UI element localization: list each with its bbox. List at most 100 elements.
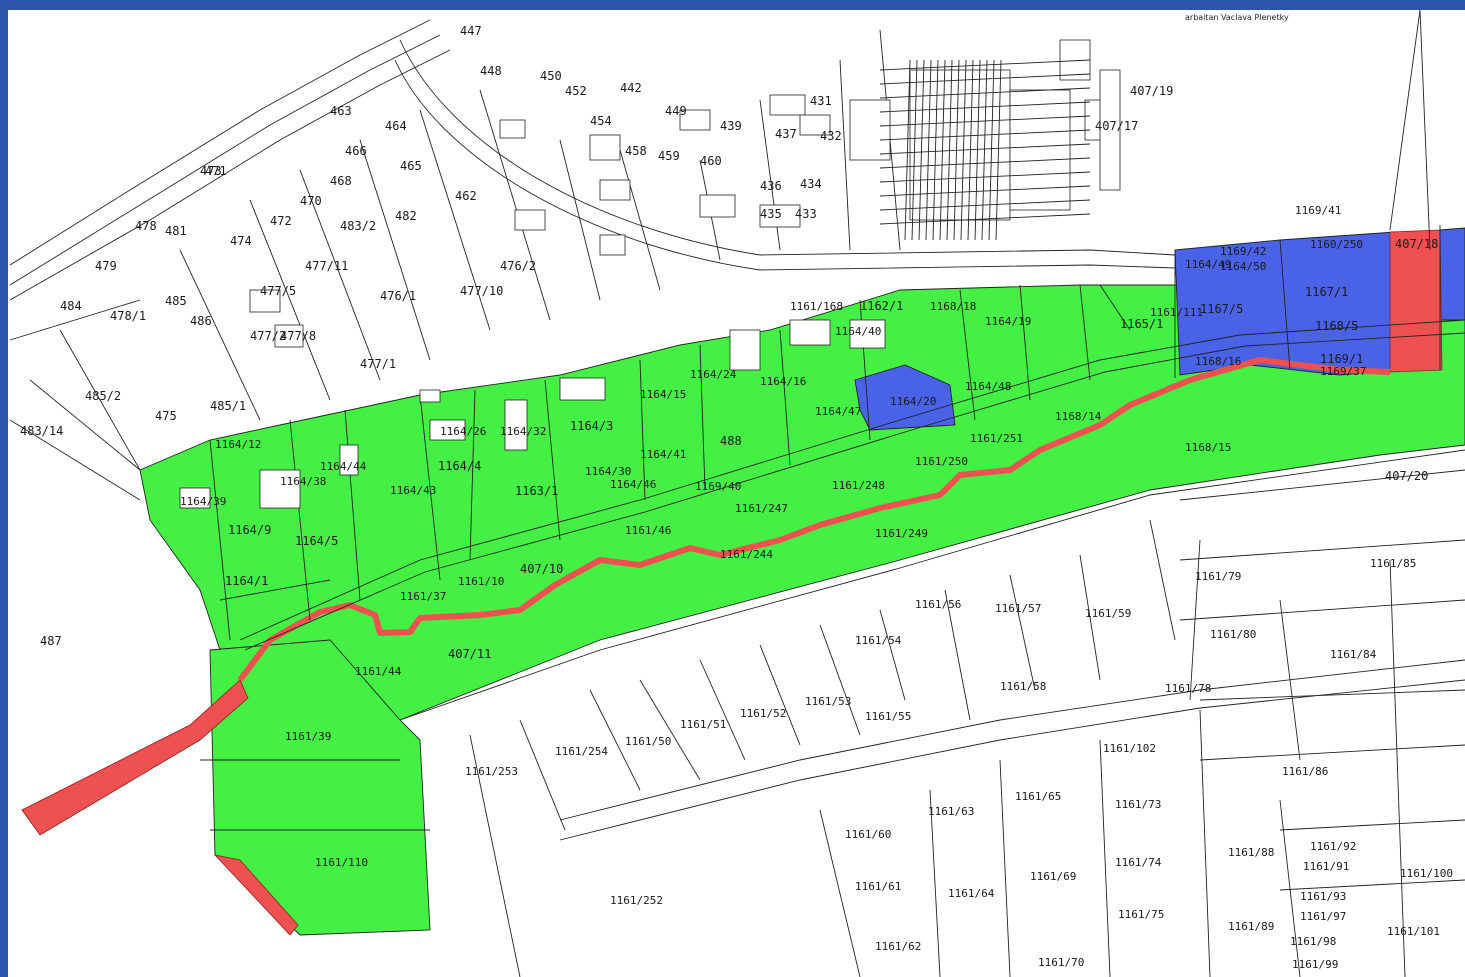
building [759, 204, 801, 228]
blue-zone-far-east [1439, 227, 1465, 321]
parcel-boundary [179, 249, 261, 421]
parcel-boundary [1079, 554, 1101, 681]
parcel-number-label: 478 [135, 219, 157, 233]
parcel-number-label: 1164/20 [890, 395, 936, 408]
parcel-number-label: 470 [300, 194, 322, 208]
hatch-line [879, 87, 1091, 99]
parcel-boundary [1179, 469, 1465, 501]
parcel-number-label: 476/1 [380, 289, 416, 303]
parcel-number-label: 1161/254 [555, 745, 608, 758]
parcel-number-label: 1169/40 [695, 480, 741, 493]
parcel-number-label: 473 [200, 164, 222, 178]
parcel-boundary [699, 659, 746, 761]
parcel-number-label: 1168/15 [1185, 441, 1231, 454]
parcel-number-label: 464 [385, 119, 407, 133]
parcel-boundary [1279, 819, 1465, 831]
parcel-boundary [399, 39, 1176, 256]
parcel-boundary [1009, 574, 1036, 691]
parcel-boundary [479, 89, 551, 321]
parcel-number-label: 1164/39 [180, 495, 226, 508]
parcel-number-label: 1161/74 [1115, 856, 1162, 869]
parcel-number-label: 1164/4 [438, 459, 481, 473]
parcel-number-label: 487 [40, 634, 62, 648]
parcel-number-label: 1161/110 [315, 856, 368, 869]
parcel-lines [9, 10, 1465, 977]
hatch-line [925, 59, 932, 241]
parcel-number-label: 407/10 [520, 562, 563, 576]
parcel-number-label: 1164/41 [640, 448, 686, 461]
parcel-boundary [1019, 284, 1031, 401]
building [599, 179, 631, 201]
parcel-number-label: 459 [658, 149, 680, 163]
red-zone-east [1389, 229, 1443, 373]
parcel-number-label: 1161/59 [1085, 607, 1131, 620]
parcel-number-label: 1161/92 [1310, 840, 1356, 853]
hatch-line [995, 59, 1002, 241]
parcel-boundary [1099, 739, 1111, 977]
parcel-number-label: 1161/62 [875, 940, 921, 953]
parcel-number-label: 463 [330, 104, 352, 118]
parcel-number-label: 1164/44 [320, 460, 367, 473]
parcel-number-label: 1169/41 [1295, 204, 1341, 217]
parcel-boundary [544, 379, 561, 541]
hatch-line [932, 59, 939, 241]
parcel-number-label: 488 [720, 434, 742, 448]
hatch-line [879, 199, 1091, 211]
parcel-number-label: 1164/46 [610, 478, 656, 491]
parcel-number-label: 460 [700, 154, 722, 168]
hatch-line [974, 59, 981, 241]
parcel-number-label: 1168/5 [1315, 319, 1358, 333]
parcel-boundary [1149, 519, 1176, 641]
parcel-boundary [879, 609, 906, 701]
parcel-number-label: 442 [620, 81, 642, 95]
parcel-boundary [1389, 559, 1406, 977]
building [789, 319, 831, 346]
parcel-boundary [639, 679, 701, 781]
parcel-boundary [469, 389, 476, 561]
hatch-line [879, 213, 1091, 225]
building-layer [179, 39, 1121, 509]
parcel-number-label: 1161/89 [1228, 920, 1274, 933]
parcel-boundary [239, 319, 1465, 641]
parcel-number-label: 465 [400, 159, 422, 173]
parcel-number-label: 1161/60 [845, 828, 891, 841]
parcel-number-label: 407/17 [1095, 119, 1138, 133]
parcel-boundary [29, 379, 141, 471]
building [589, 134, 621, 161]
parcel-number-label: 1164/24 [690, 368, 737, 381]
parcel-boundary [59, 329, 141, 471]
parcel-number-label: 483/14 [20, 424, 63, 438]
parcel-number-label: 1167/1 [1305, 285, 1348, 299]
parcel-number-label: 479 [95, 259, 117, 273]
building [559, 377, 606, 401]
parcel-boundary [944, 589, 971, 721]
building [419, 389, 441, 403]
parcel-number-label: 1161/97 [1300, 910, 1346, 923]
building [799, 114, 831, 136]
parcel-number-label: 1164/1 [225, 574, 268, 588]
parcel-number-label: 1161/56 [915, 598, 961, 611]
building [599, 234, 626, 256]
parcel-number-label: 1165/1 [1120, 317, 1163, 331]
parcel-number-label: 1161/100 [1400, 867, 1453, 880]
zone-layer [21, 227, 1465, 936]
parcel-number-label: 1161/88 [1228, 846, 1274, 859]
parcel-number-label: 477/8 [280, 329, 316, 343]
parcel-number-label: 1161/250 [915, 455, 968, 468]
parcel-number-label: 1164/32 [500, 425, 546, 438]
building [179, 487, 211, 509]
parcel-number-label: 477/2 [250, 329, 286, 343]
parcel-number-label: 481 [165, 224, 187, 238]
parcel-number-label: 485/2 [85, 389, 121, 403]
hatch-line [879, 143, 1091, 155]
parcel-number-label: 448 [480, 64, 502, 78]
parcel-number-label: 1164/9 [228, 523, 271, 537]
parcel-number-label: 1161/10 [458, 575, 504, 588]
parcel-number-label: 449 [665, 104, 687, 118]
parcel-number-label: 1161/64 [948, 887, 995, 900]
parcel-number-label: 477/11 [305, 259, 348, 273]
blue-zone-center [854, 364, 956, 431]
building [769, 94, 806, 116]
hatch-line [946, 59, 953, 241]
